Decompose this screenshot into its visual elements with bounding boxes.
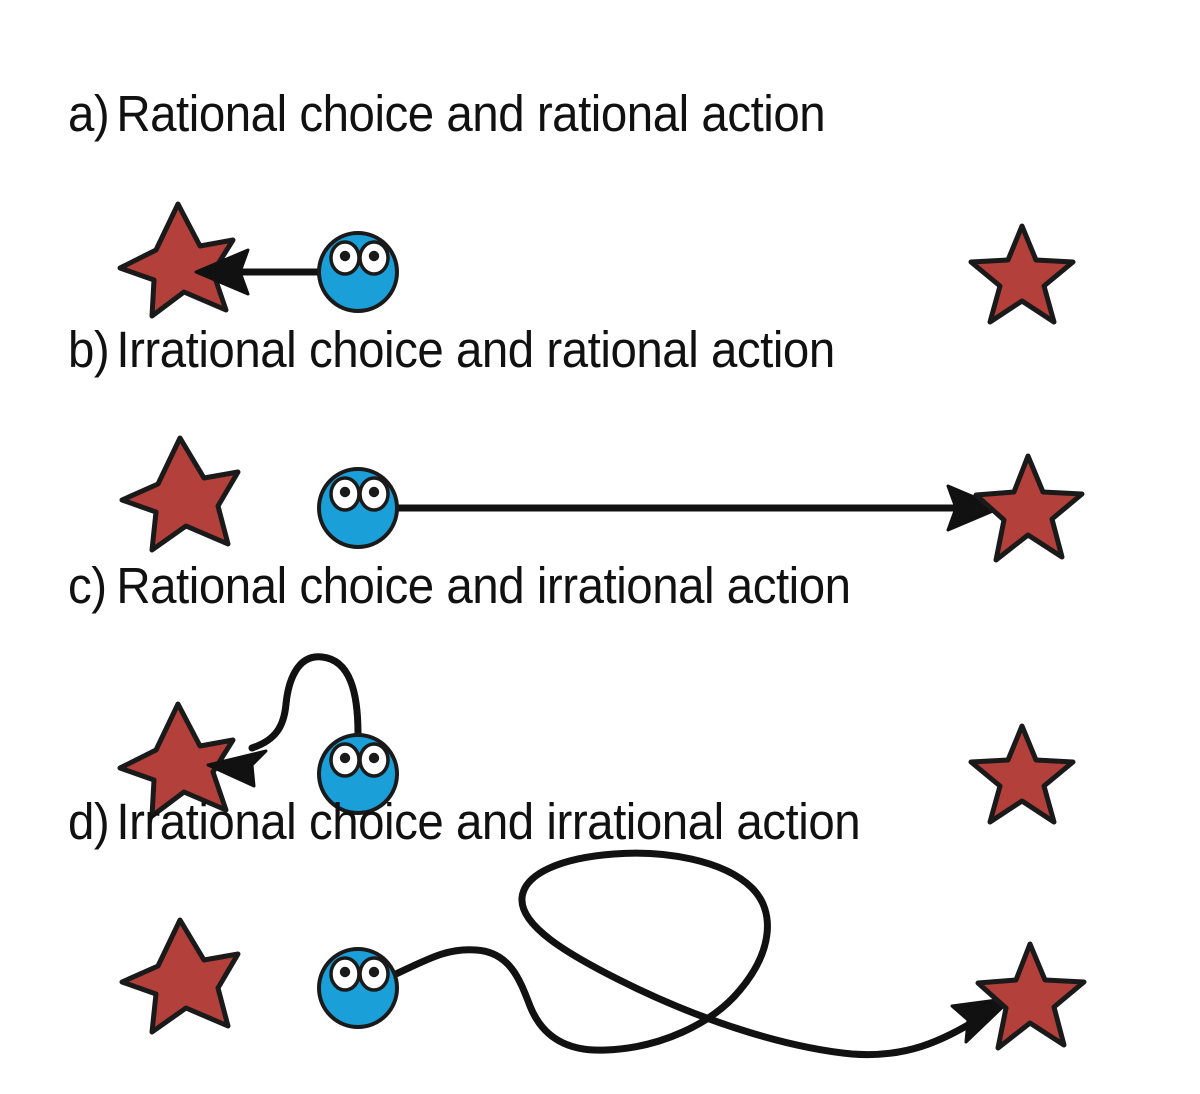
panel-a-marker: a) [68,85,110,142]
far-star [968,223,1076,325]
panel-b-marker: b) [68,321,110,378]
straight-arrow-left [194,248,322,296]
far-star [973,453,1085,563]
panel-d-marker: d) [68,793,110,850]
near-star [117,201,236,319]
panel-a-title: Rational choice and rational action [116,85,826,142]
panel-d-title: Irrational choice and irrational action [116,793,861,850]
panel-c-art [0,632,1200,892]
near-star [117,701,236,819]
curved-arrow-left [206,653,362,788]
panel-b-title: Irrational choice and rational action [116,321,835,378]
panel-d-label: d)Irrational choice and irrational actio… [68,792,861,851]
far-star [968,723,1076,825]
pupil-left [339,752,351,764]
panel-a-label: a)Rational choice and rational action [68,84,826,143]
looping-arrow-right [392,849,1014,1059]
blue-face-agent [317,947,399,1029]
pupil-left [339,966,351,978]
blue-face-agent [317,231,399,313]
blue-face-agent [317,733,399,815]
pupil-left [339,250,351,262]
panel-b-art [0,416,1200,676]
panel-d-art [0,840,1200,1094]
blue-face-agent [317,467,399,549]
straight-arrow-right [392,484,1002,532]
pupil-right [368,966,380,978]
near-star [119,435,241,553]
pupil-right [368,486,380,498]
panel-c-marker: c) [68,557,107,614]
near-star [119,917,241,1035]
panel-c-title: Rational choice and irrational action [116,557,851,614]
pupil-left [339,486,351,498]
pupil-right [368,752,380,764]
panel-c-label: c)Rational choice and irrational action [68,556,851,615]
panel-a-art [0,180,1200,440]
pupil-right [368,250,380,262]
far-star [975,941,1087,1051]
panel-b-label: b)Irrational choice and rational action [68,320,835,379]
